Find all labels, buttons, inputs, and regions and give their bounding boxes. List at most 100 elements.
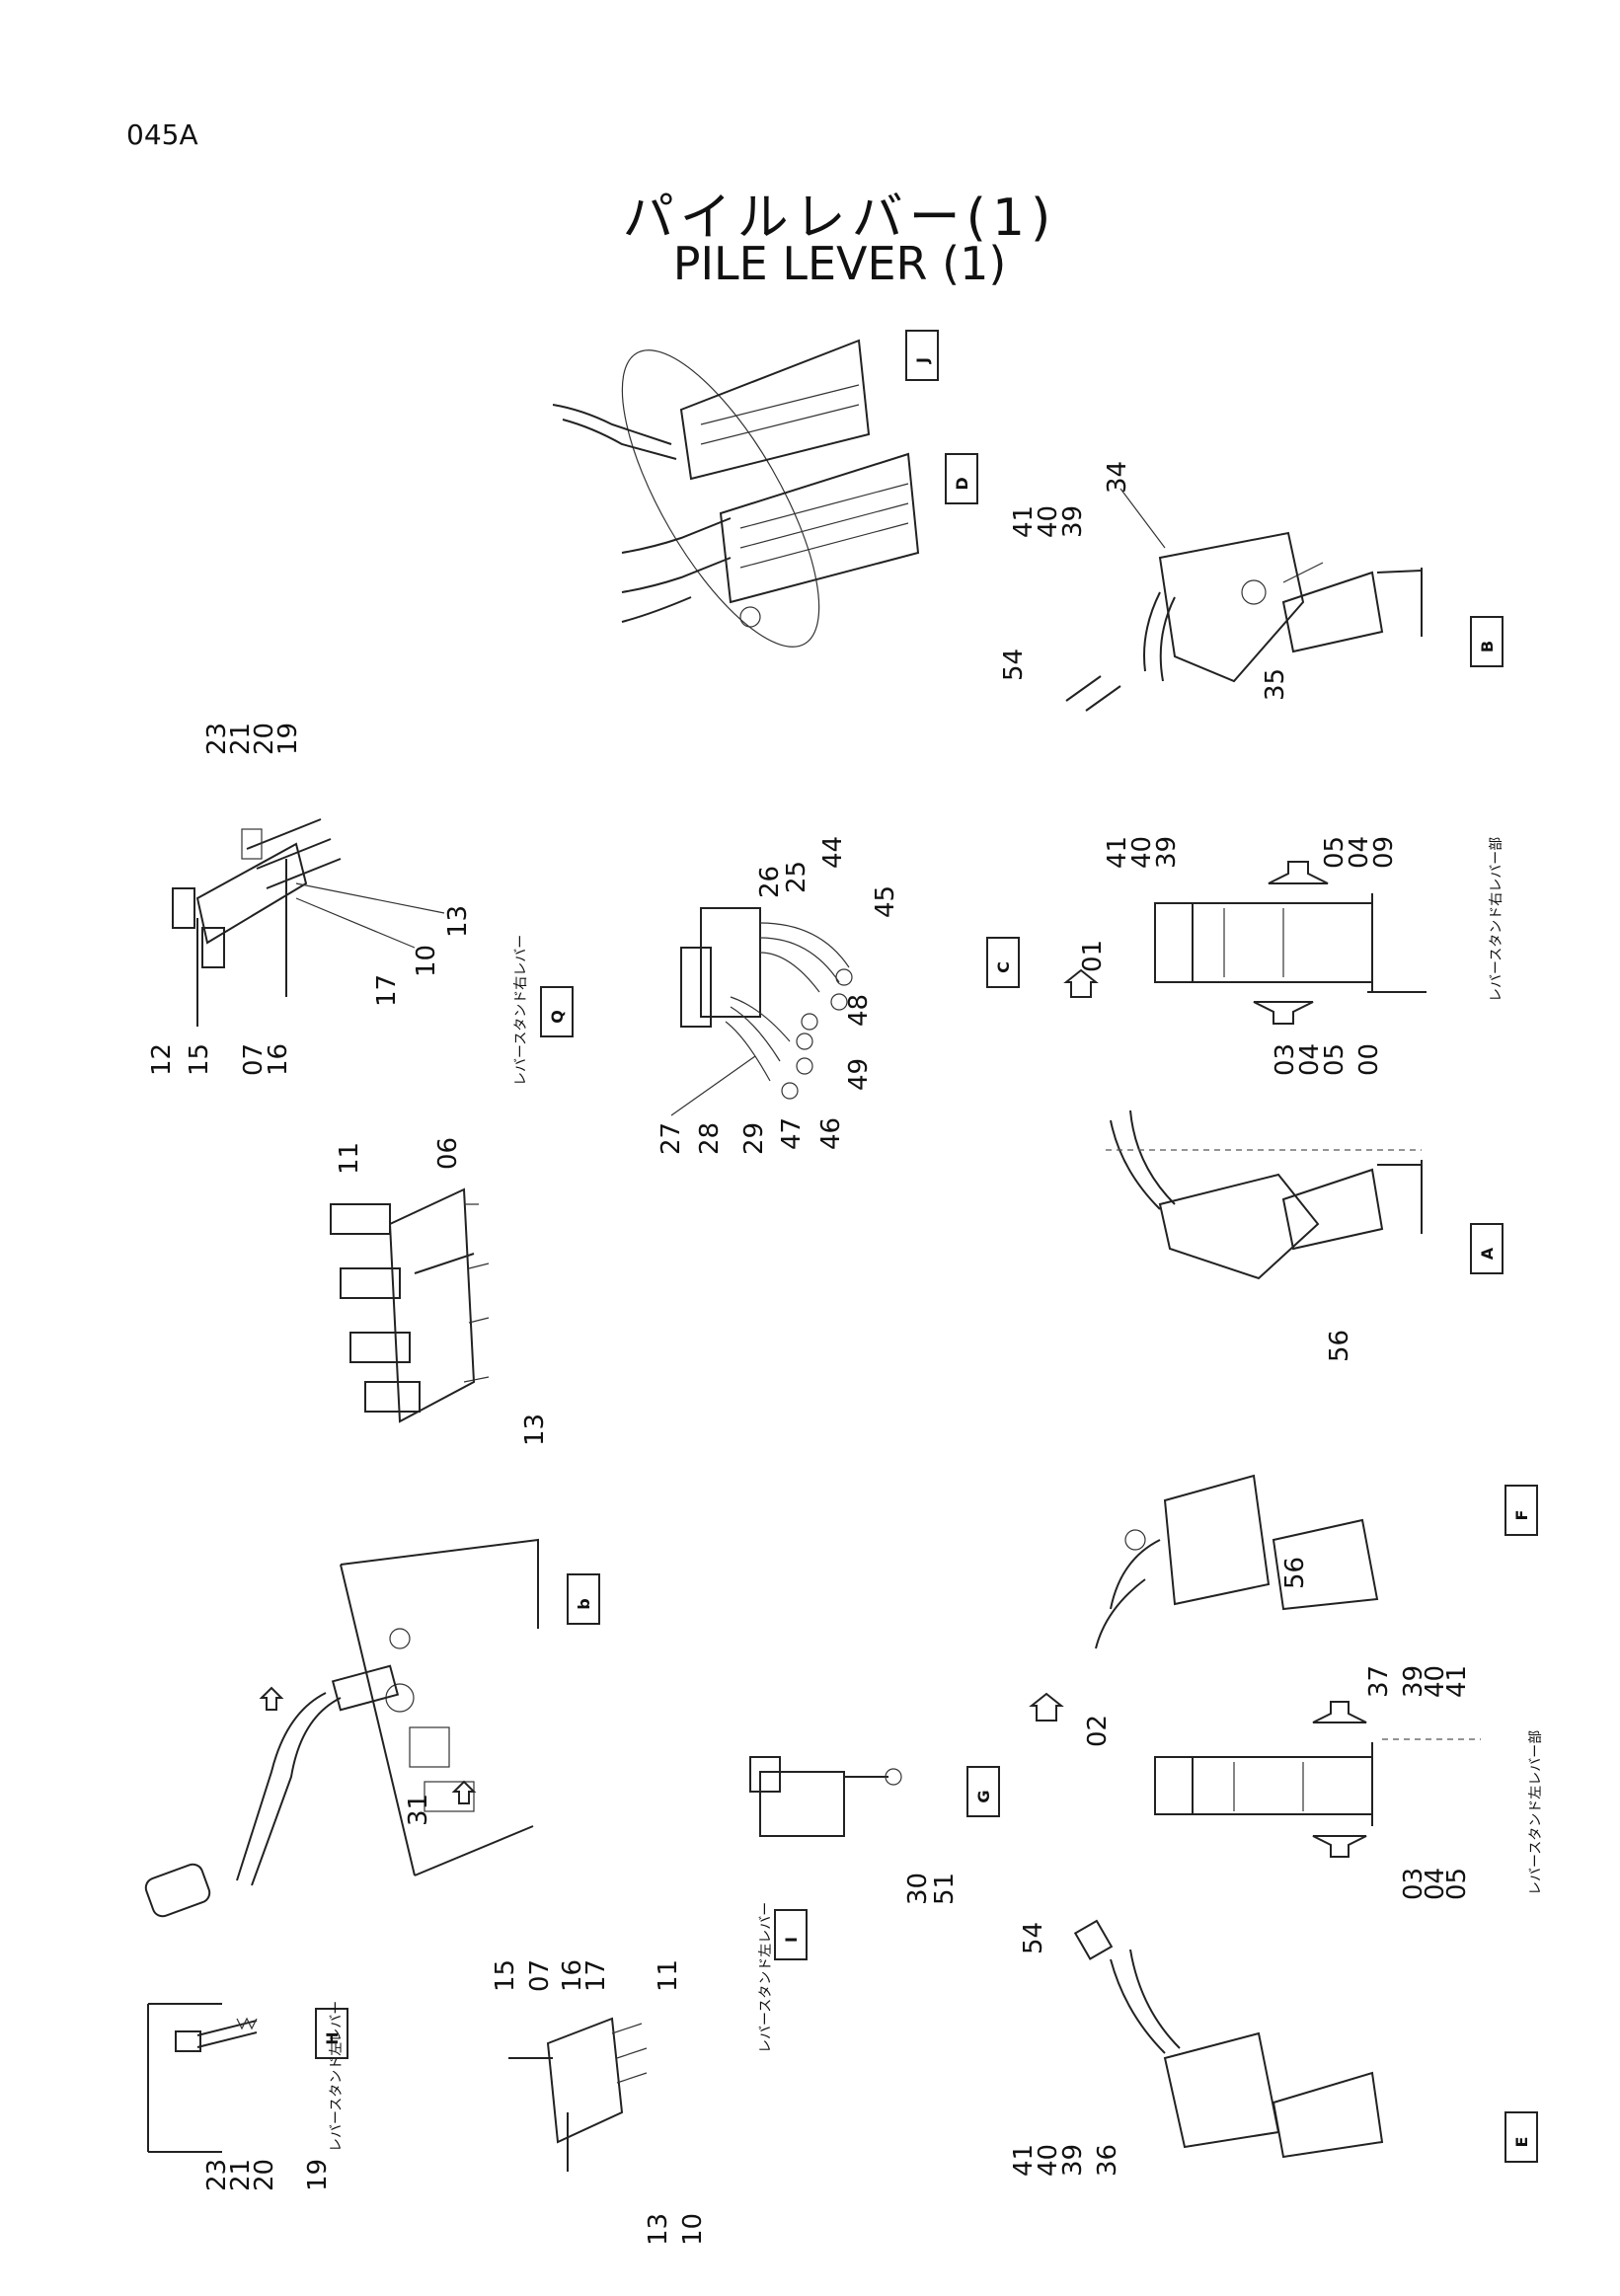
svg-text:04: 04 xyxy=(1345,836,1374,869)
svg-text:40: 40 xyxy=(1421,1665,1450,1698)
callout-54-b: 54 xyxy=(999,649,1029,681)
svg-text:I: I xyxy=(782,1937,801,1943)
svg-text:34: 34 xyxy=(1103,461,1132,494)
callout-group-right-stand-top: 41 40 39 xyxy=(1103,836,1182,869)
callout-group-q-right: 13 10 17 xyxy=(295,882,473,1007)
assembly-view-q xyxy=(172,818,342,1027)
svg-text:05: 05 xyxy=(1320,836,1350,869)
view-label-e: E xyxy=(1504,2111,1538,2163)
svg-text:44: 44 xyxy=(818,836,848,869)
callout-01: 01 xyxy=(1078,940,1108,972)
caption-left-stand: レバースタンド左レバー部 xyxy=(1528,1730,1544,1895)
svg-text:b: b xyxy=(575,1598,593,1609)
callout-54-e: 54 xyxy=(1019,1922,1048,1954)
view-label-f: F xyxy=(1504,1485,1538,1536)
svg-text:15: 15 xyxy=(491,1959,520,1992)
svg-text:26: 26 xyxy=(755,866,785,898)
svg-text:39: 39 xyxy=(1058,2144,1088,2177)
svg-text:21: 21 xyxy=(226,2159,256,2191)
svg-text:39: 39 xyxy=(1058,505,1088,538)
view-label-b: B xyxy=(1470,616,1504,667)
svg-text:レバースタンド左レバー: レバースタンド左レバー xyxy=(758,1902,774,2053)
svg-text:04: 04 xyxy=(1421,1868,1450,1900)
svg-text:23: 23 xyxy=(202,723,232,755)
assembly-view-b-detail xyxy=(144,1538,539,1918)
svg-text:D: D xyxy=(953,477,971,490)
svg-text:05: 05 xyxy=(1442,1868,1472,1900)
callout-35: 35 xyxy=(1261,668,1290,701)
callout-group-e-bottom: 41 40 39 36 xyxy=(1009,2144,1122,2177)
callout-group-i-top: 15 07 16 17 11 xyxy=(491,1959,683,1992)
callout-31: 31 xyxy=(404,1794,433,1826)
callout-group-q-left: 12 15 07 16 xyxy=(147,1043,293,1076)
svg-text:04: 04 xyxy=(1295,1043,1325,1076)
view-label-q: Q レバースタンド右レバー xyxy=(513,935,574,1086)
assembly-view-b xyxy=(1065,531,1423,712)
svg-text:28: 28 xyxy=(695,1122,725,1155)
svg-text:39: 39 xyxy=(1399,1665,1428,1698)
view-label-c: C xyxy=(986,937,1020,988)
svg-text:07: 07 xyxy=(525,1959,555,1992)
title-english: PILE LEVER (1) xyxy=(672,237,1007,290)
svg-text:E: E xyxy=(1512,2137,1531,2148)
svg-text:48: 48 xyxy=(844,994,874,1027)
callout-group-right-stand-right: 05 04 09 xyxy=(1320,836,1399,869)
caption-right-stand: レバースタンド右レバー部 xyxy=(1489,837,1504,1002)
svg-text:19: 19 xyxy=(273,723,303,755)
callout-00: 00 xyxy=(1354,1043,1384,1076)
view-label-j: J xyxy=(905,330,939,381)
callout-group-left-stand-bottom: 03 04 05 xyxy=(1399,1868,1472,1900)
svg-text:F: F xyxy=(1512,1510,1531,1521)
svg-text:A: A xyxy=(1478,1247,1497,1260)
svg-text:05: 05 xyxy=(1320,1043,1350,1076)
svg-text:G: G xyxy=(974,1790,993,1802)
svg-text:15: 15 xyxy=(185,1043,214,1076)
svg-text:41: 41 xyxy=(1009,2144,1039,2177)
assembly-top-jd xyxy=(552,339,920,648)
svg-text:10: 10 xyxy=(678,2213,708,2246)
svg-text:03: 03 xyxy=(1399,1868,1428,1900)
svg-text:12: 12 xyxy=(147,1043,177,1076)
callout-56-a: 56 xyxy=(1325,1330,1354,1362)
assembly-view-a xyxy=(1106,1110,1423,1280)
svg-text:17: 17 xyxy=(581,1959,611,1992)
view-label-g: G xyxy=(966,1766,1000,1817)
assembly-middle-levers xyxy=(330,1187,490,1423)
view-label-h: H レバースタンド左レバー xyxy=(315,2001,348,2152)
svg-text:47: 47 xyxy=(777,1117,807,1150)
svg-text:29: 29 xyxy=(739,1122,769,1155)
svg-text:C: C xyxy=(994,961,1013,973)
svg-text:36: 36 xyxy=(1093,2144,1122,2177)
view-label-d: D xyxy=(945,453,978,504)
callout-group-right-stand-bottom: 03 04 05 xyxy=(1271,1043,1350,1076)
svg-text:41: 41 xyxy=(1103,836,1132,869)
svg-text:46: 46 xyxy=(816,1117,846,1150)
callout-13-mid: 13 xyxy=(520,1414,550,1446)
callout-group-c-right: 48 49 46 47 xyxy=(777,994,874,1150)
svg-text:07: 07 xyxy=(239,1043,269,1076)
svg-text:23: 23 xyxy=(202,2159,232,2191)
callout-group-b-top: 41 40 39 34 xyxy=(1009,461,1166,549)
svg-text:J: J xyxy=(913,357,932,364)
svg-text:27: 27 xyxy=(656,1122,686,1155)
callout-11: 11 xyxy=(335,1142,364,1175)
svg-text:40: 40 xyxy=(1034,505,1063,538)
svg-text:H: H xyxy=(323,2031,342,2044)
svg-text:レバースタンド右レバー: レバースタンド右レバー xyxy=(513,935,529,1086)
svg-text:20: 20 xyxy=(250,2159,279,2191)
assembly-view-h xyxy=(147,2003,258,2153)
svg-text:13: 13 xyxy=(443,905,473,938)
svg-text:レバースタンド左レバー: レバースタンド左レバー xyxy=(329,2001,345,2152)
callout-group-i-bottom: 13 10 xyxy=(644,2213,708,2246)
svg-text:45: 45 xyxy=(871,885,900,918)
svg-text:B: B xyxy=(1478,641,1497,652)
svg-text:40: 40 xyxy=(1127,836,1157,869)
svg-text:20: 20 xyxy=(250,723,279,755)
callout-56-f: 56 xyxy=(1280,1557,1310,1589)
svg-text:21: 21 xyxy=(226,723,256,755)
svg-text:25: 25 xyxy=(782,861,811,893)
assembly-view-g xyxy=(749,1756,902,1837)
assembly-view-e xyxy=(1073,1919,1384,2159)
callout-30: 30 xyxy=(903,1873,933,1905)
svg-text:19: 19 xyxy=(303,2159,333,2191)
